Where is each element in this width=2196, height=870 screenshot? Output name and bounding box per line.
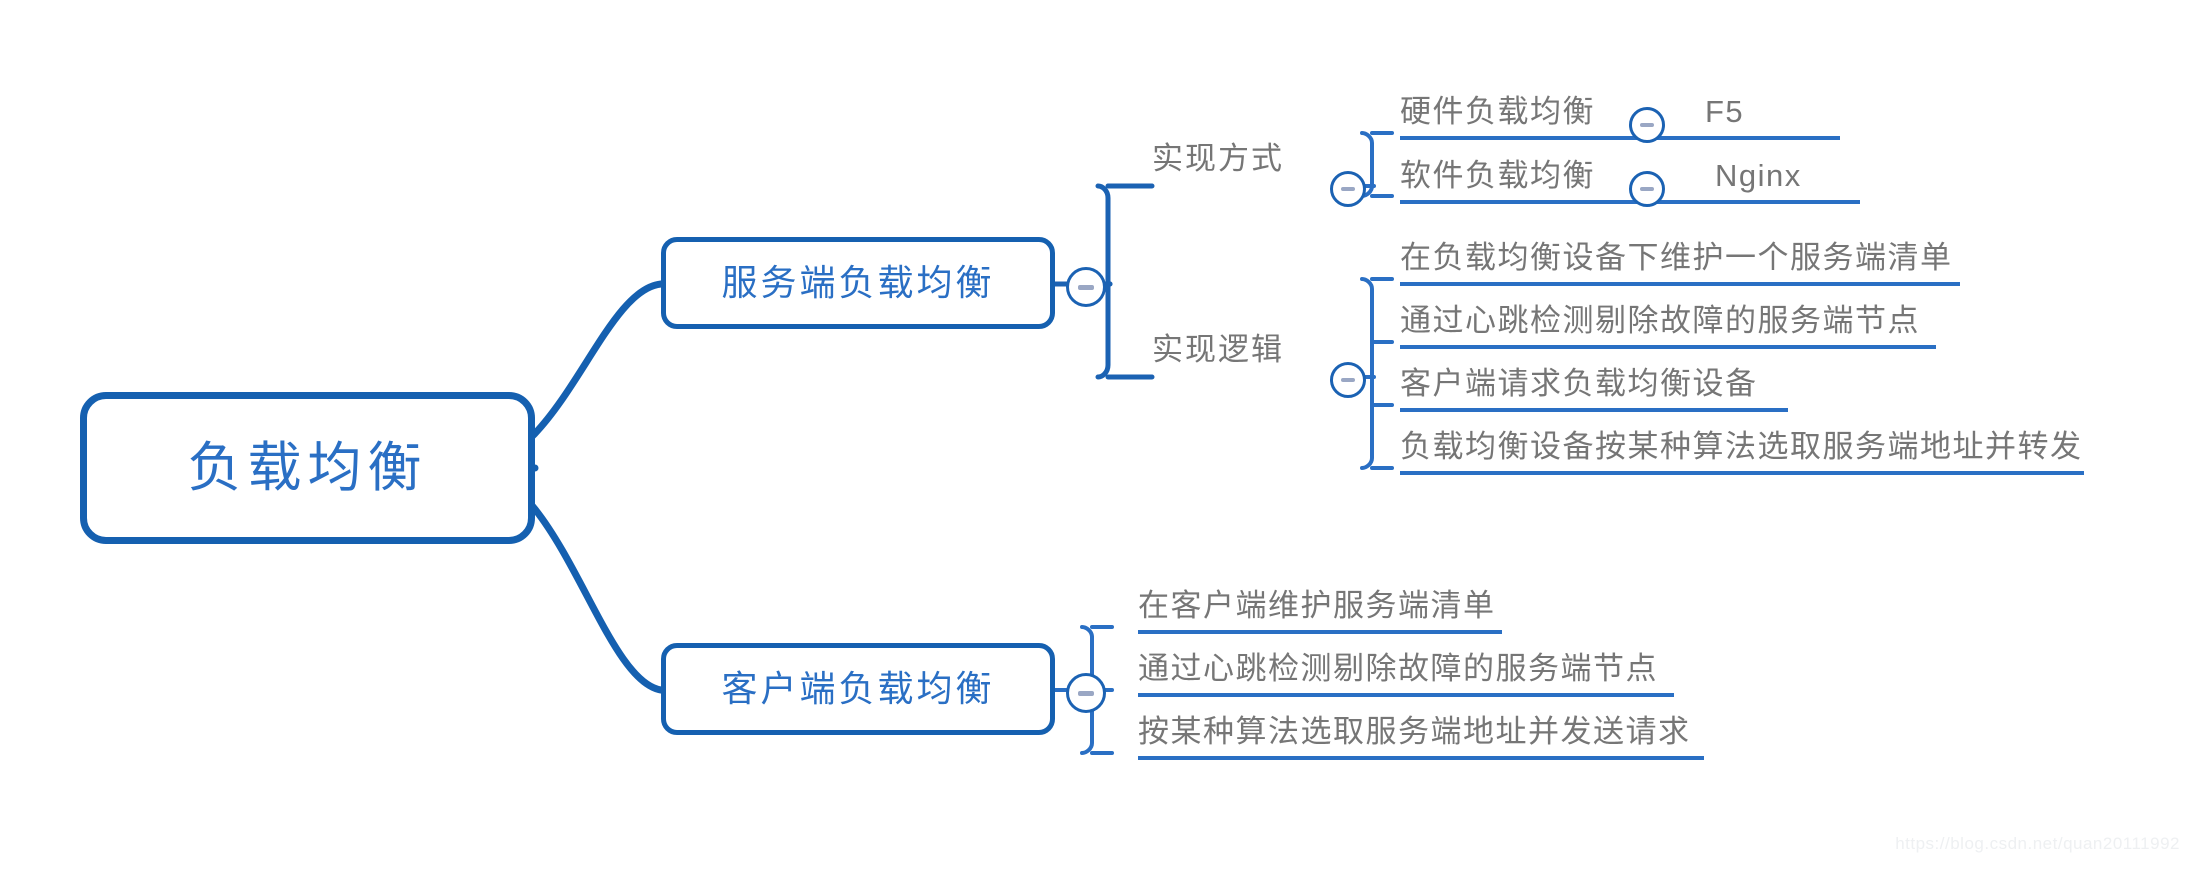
leaf-label: 硬件负载均衡 — [1400, 94, 1595, 129]
leaf-label: 通过心跳检测剔除故障的服务端节点 — [1138, 651, 1658, 686]
leaf-software-load-balancing[interactable]: 软件负载均衡 — [1400, 160, 1860, 204]
leaf-label: 在客户端维护服务端清单 — [1138, 588, 1496, 623]
leaf-hardware-load-balancing[interactable]: 硬件负载均衡 — [1400, 96, 1840, 140]
leaf-label: 按某种算法选取服务端地址并发送请求 — [1138, 714, 1691, 749]
minus-bar — [1341, 187, 1355, 191]
minus-bar — [1341, 378, 1355, 382]
leaf-client-maintains-server-list[interactable]: 在客户端维护服务端清单 — [1138, 590, 1502, 634]
collapse-minus-icon[interactable] — [1330, 171, 1366, 207]
leaf-client-heartbeat-remove-faulty[interactable]: 通过心跳检测剔除故障的服务端节点 — [1138, 653, 1674, 697]
group-label-implementation-logic[interactable]: 实现逻辑 — [1152, 334, 1284, 365]
leaf-lb-selects-and-forwards[interactable]: 负载均衡设备按某种算法选取服务端地址并转发 — [1400, 431, 2084, 475]
collapse-minus-icon[interactable] — [1629, 171, 1665, 207]
minus-bar — [1078, 284, 1094, 290]
minus-bar — [1640, 123, 1654, 127]
branch-node-label: 客户端负载均衡 — [721, 668, 995, 709]
group-label-text: 实现方式 — [1152, 141, 1284, 176]
leaf-maintain-server-list[interactable]: 在负载均衡设备下维护一个服务端清单 — [1400, 242, 1960, 286]
leaf-client-selects-and-sends[interactable]: 按某种算法选取服务端地址并发送请求 — [1138, 716, 1704, 760]
root-node-label: 负载均衡 — [187, 438, 428, 498]
collapse-minus-icon[interactable] — [1066, 267, 1106, 307]
root-node[interactable]: 负载均衡 — [80, 392, 535, 544]
leaf-label: 在负载均衡设备下维护一个服务端清单 — [1400, 240, 1953, 275]
leaf-software-value[interactable]: Nginx — [1715, 160, 1860, 200]
minus-bar — [1078, 690, 1094, 696]
leaf-label: 软件负载均衡 — [1400, 158, 1595, 193]
collapse-minus-icon[interactable] — [1629, 107, 1665, 143]
leaf-label: 负载均衡设备按某种算法选取服务端地址并转发 — [1400, 429, 2083, 464]
leaf-label: 通过心跳检测剔除故障的服务端节点 — [1400, 303, 1920, 338]
collapse-minus-icon[interactable] — [1066, 673, 1106, 713]
leaf-client-requests-lb-device[interactable]: 客户端请求负载均衡设备 — [1400, 368, 1788, 412]
leaf-value: F5 — [1705, 94, 1745, 129]
branch-node-server-load-balancing[interactable]: 服务端负载均衡 — [661, 237, 1055, 329]
leaf-label: 客户端请求负载均衡设备 — [1400, 366, 1758, 401]
collapse-minus-icon[interactable] — [1330, 362, 1366, 398]
group-label-text: 实现逻辑 — [1152, 332, 1284, 367]
branch-node-label: 服务端负载均衡 — [721, 262, 995, 303]
leaf-heartbeat-remove-faulty[interactable]: 通过心跳检测剔除故障的服务端节点 — [1400, 305, 1936, 349]
watermark: https://blog.csdn.net/quan20111992 — [1895, 834, 2180, 853]
minus-bar — [1640, 187, 1654, 191]
branch-node-client-load-balancing[interactable]: 客户端负载均衡 — [661, 643, 1055, 735]
group-label-implementation-method[interactable]: 实现方式 — [1152, 143, 1284, 174]
leaf-value: Nginx — [1715, 158, 1802, 193]
leaf-hardware-value[interactable]: F5 — [1705, 96, 1840, 136]
